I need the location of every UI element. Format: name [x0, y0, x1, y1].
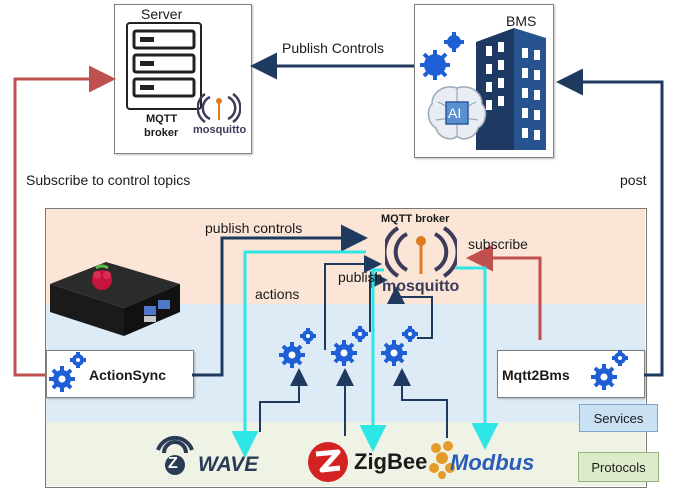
zigbee-logo-icon	[308, 442, 348, 482]
bms-ai-label: AI	[448, 105, 462, 121]
device-mosquitto-waves-icon	[385, 226, 457, 278]
actions-modbus-cyan-arrow	[455, 266, 499, 450]
actions-label: actions	[255, 286, 300, 302]
server-mosquitto-logo: mosquitto	[193, 124, 247, 136]
mqtt2bms-label: Mqtt2Bms	[502, 367, 570, 383]
gear-modbus-to-broker-arrow	[387, 286, 433, 339]
modbus-label: Modbus	[450, 450, 535, 475]
zwave-waves-icon	[156, 435, 194, 475]
server-broker-label-line1: MQTT	[146, 113, 178, 125]
device-boundary	[45, 208, 647, 488]
gear-zwave-to-broker-arrow	[324, 255, 382, 350]
subscribe-control-topics-label: Subscribe to control topics	[26, 172, 191, 188]
publish-label: publish	[338, 269, 383, 285]
server-rack-icon	[126, 22, 202, 110]
raspberry-pi-device-icon	[50, 262, 180, 336]
gear-cluster-bms-icon	[420, 32, 464, 80]
zwave-label: WAVE	[198, 453, 259, 476]
zigbee-label: ZigBee	[354, 449, 428, 474]
modbus-dots-icon	[429, 441, 455, 479]
post-label: post	[620, 172, 647, 188]
modbus-to-gear-arrow	[393, 368, 448, 438]
publish-controls-arrow	[192, 224, 368, 377]
server-broker-label-line2: broker	[144, 127, 179, 139]
server-title: Server	[141, 6, 183, 22]
publish-controls-label: publish controls	[205, 220, 303, 236]
zwave-z-letter: Z	[168, 455, 178, 472]
actions-zwave-cyan-arrow	[231, 250, 366, 458]
bms-title: BMS	[506, 13, 537, 29]
subscribe-arrow	[466, 244, 542, 340]
device-broker-title: MQTT broker	[381, 213, 450, 225]
bms-ai-brain-icon	[427, 86, 487, 140]
actionsync-label: ActionSync	[89, 367, 167, 383]
gear-cluster-zigbee-service-icon	[331, 326, 368, 366]
subscribe-control-topics-arrow	[13, 65, 116, 377]
bms-building-icon	[476, 28, 546, 150]
gear-cluster-mqtt2bms-icon	[591, 350, 628, 390]
protocols-layer-label: Protocols	[578, 452, 659, 482]
server-mosquitto-waves-icon	[197, 93, 241, 123]
services-layer-label: Services	[579, 404, 658, 432]
actions-zigbee-cyan-arrow	[359, 268, 387, 452]
gear-cluster-actionsync-icon	[49, 352, 86, 392]
subscribe-label: subscribe	[468, 236, 528, 252]
gear-zigbee-to-broker-arrow	[369, 271, 388, 332]
post-arrow	[556, 68, 664, 377]
publish-controls-top-label: Publish Controls	[282, 40, 384, 56]
zwave-to-gear-arrow	[259, 368, 308, 432]
gear-cluster-zwave-service-icon	[279, 328, 316, 368]
gear-cluster-modbus-service-icon	[381, 326, 418, 366]
